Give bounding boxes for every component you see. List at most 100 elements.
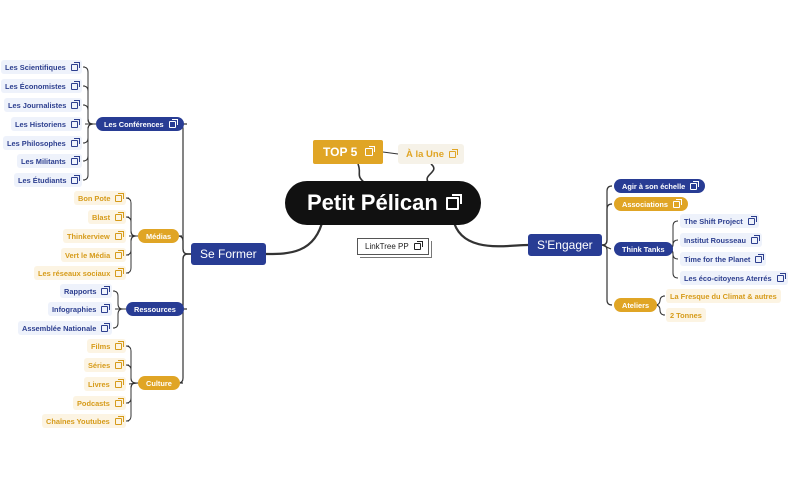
external-link-icon [101,285,111,295]
culture-item-films-label: Films [91,341,111,351]
external-link-icon [101,322,111,332]
media-item-vert-le-media-label: Vert le Média [65,250,111,260]
think-tanks-node-label: Think Tanks [622,244,665,254]
ressources-node[interactable]: Ressources [126,302,184,316]
connector-line [177,123,191,255]
media-item-blast[interactable]: Blast [88,210,127,224]
think-tank-les-eco-citoyens-aterres-label: Les éco-citoyens Aterrés [684,273,772,283]
central-topic[interactable]: Petit Pélican [285,181,481,225]
external-link-icon [70,118,80,128]
media-item-thinkerview-label: Thinkerview [67,231,110,241]
think-tanks-node[interactable]: Think Tanks [614,242,673,256]
conf-item-les-scientifiques[interactable]: Les Scientifiques [1,60,82,74]
conf-item-les-etudiants-label: Les Étudiants [18,175,67,185]
external-link-icon [755,253,765,263]
culture-node[interactable]: Culture [138,376,180,390]
sengager-node[interactable]: S'Engager [528,234,602,256]
connector-line [82,104,96,125]
external-link-icon [114,415,124,425]
ressource-item-assemblee-nationale[interactable]: Assemblée Nationale [18,321,113,335]
culture-item-livres-label: Livres [88,379,110,389]
external-link-icon [114,378,124,388]
medias-node[interactable]: Médias [138,229,180,243]
conf-item-les-historiens[interactable]: Les Historiens [11,117,82,131]
conf-item-les-militants-label: Les Militants [21,156,66,166]
ateliers-node-label: Ateliers [622,300,650,310]
culture-item-series[interactable]: Séries [84,358,127,372]
ressource-item-rapports[interactable]: Rapports [60,284,113,298]
connector-line [177,235,191,255]
a-la-une-node[interactable]: À la Une [398,144,465,164]
linktree-node-label: LinkTree PP [365,241,409,251]
connector-line [112,290,126,310]
atelier-la-fresque-du-climat-autres[interactable]: La Fresque du Climat & autres [666,289,781,303]
ressource-item-rapports-label: Rapports [64,286,97,296]
associations-node[interactable]: Associations [614,197,689,211]
culture-item-livres[interactable]: Livres [84,377,126,391]
conf-item-les-journalistes[interactable]: Les Journalistes [4,98,83,112]
media-item-les-reseaux-sociaux-label: Les réseaux sociaux [38,268,111,278]
conf-item-les-etudiants[interactable]: Les Étudiants [14,173,83,187]
external-link-icon [114,230,124,240]
les-conferences-node-label: Les Conférences [104,119,164,129]
conf-item-les-economistes[interactable]: Les Économistes [1,79,82,93]
external-link-icon [70,80,80,90]
connector-line [112,308,126,329]
connector-line [177,253,191,384]
culture-item-podcasts[interactable]: Podcasts [73,396,126,410]
conf-item-les-scientifiques-label: Les Scientifiques [5,62,66,72]
medias-node-label: Médias [146,231,172,241]
atelier-2-tonnes-label: 2 Tonnes [670,310,702,320]
atelier-2-tonnes[interactable]: 2 Tonnes [666,308,706,322]
external-link-icon [114,397,124,407]
think-tank-time-for-the-planet[interactable]: Time for the Planet [680,252,767,266]
connector-line [177,253,191,310]
culture-item-chaines-youtubes[interactable]: Chaînes Youtubes [42,414,126,428]
culture-item-chaines-youtubes-label: Chaînes Youtubes [46,416,110,426]
connector-line [125,216,138,237]
media-item-thinkerview[interactable]: Thinkerview [63,229,126,243]
se-former-node[interactable]: Se Former [191,243,266,265]
culture-node-label: Culture [146,378,172,388]
ressources-node-label: Ressources [134,304,176,314]
media-item-blast-label: Blast [92,212,111,222]
culture-item-series-label: Séries [88,360,111,370]
connector-line [125,235,138,256]
top5-node[interactable]: TOP 5 [313,140,384,164]
a-la-une-node-label: À la Une [406,148,445,160]
les-conferences-node[interactable]: Les Conférences [96,117,184,131]
sengager-node-label: S'Engager [537,238,593,252]
culture-item-podcasts-label: Podcasts [77,398,110,408]
think-tank-institut-rousseau-label: Institut Rousseau [684,235,747,245]
think-tank-les-eco-citoyens-aterres[interactable]: Les éco-citoyens Aterrés [680,271,788,285]
conf-item-les-militants[interactable]: Les Militants [17,154,82,168]
ressource-item-infographies[interactable]: Infographies [48,302,113,316]
conf-item-les-philosophes[interactable]: Les Philosophes [3,136,82,150]
ressource-item-assemblee-nationale-label: Assemblée Nationale [22,323,97,333]
ressource-item-infographies-label: Infographies [52,304,97,314]
atelier-la-fresque-du-climat-autres-label: La Fresque du Climat & autres [670,291,777,301]
external-link-icon [70,61,80,71]
se-former-node-label: Se Former [200,247,257,261]
external-link-icon [115,267,125,277]
connector-line [601,244,613,306]
agir-node[interactable]: Agir à son échelle [614,179,706,193]
media-item-vert-le-media[interactable]: Vert le Média [61,248,127,262]
culture-item-films[interactable]: Films [87,339,127,353]
think-tank-the-shift-project[interactable]: The Shift Project [680,214,759,228]
external-link-icon [168,118,178,128]
media-item-les-reseaux-sociaux[interactable]: Les réseaux sociaux [34,266,127,280]
conf-item-les-historiens-label: Les Historiens [15,119,66,129]
linktree-node[interactable]: LinkTree PP [357,237,429,255]
connector-central-se-former [265,218,325,256]
think-tank-time-for-the-planet-label: Time for the Planet [684,254,751,264]
external-link-icon [115,192,125,202]
ateliers-node[interactable]: Ateliers [614,298,658,312]
external-link-icon [673,198,683,208]
connector-top5-a-la-une [382,151,399,155]
conf-item-les-economistes-label: Les Économistes [5,81,66,91]
external-link-icon [115,211,125,221]
media-item-bon-pote[interactable]: Bon Pote [74,191,127,205]
connector-line [654,295,666,306]
think-tank-institut-rousseau[interactable]: Institut Rousseau [680,233,763,247]
